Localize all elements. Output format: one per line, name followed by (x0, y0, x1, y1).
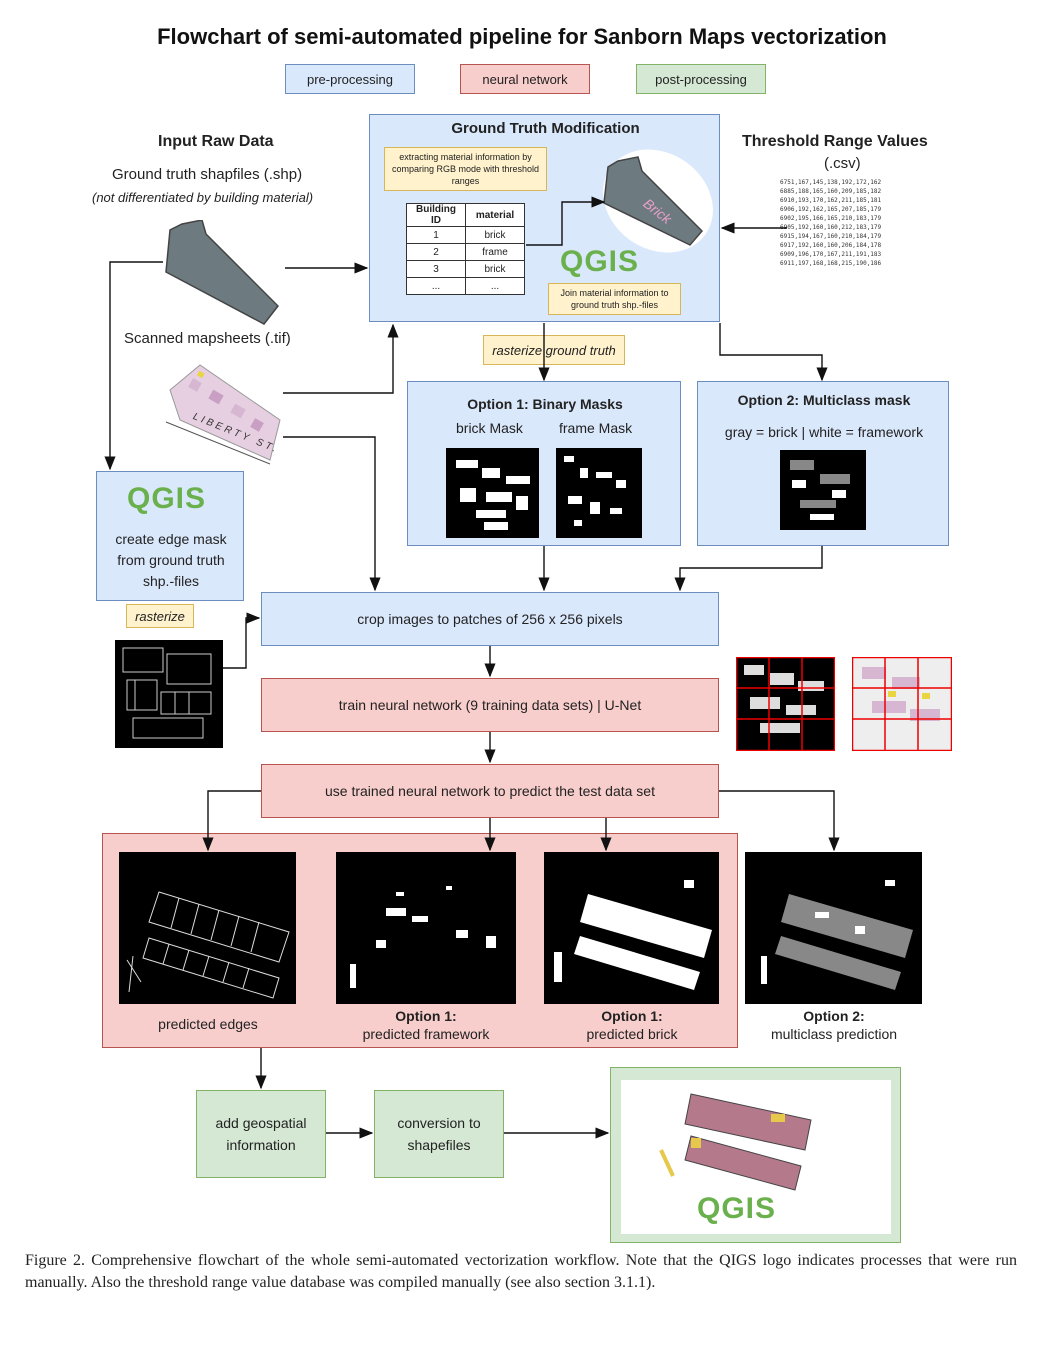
edge-mask-image (115, 640, 223, 748)
table-row: 2 frame (406, 243, 525, 261)
figure-title: Flowchart of semi-automated pipeline for… (157, 24, 887, 49)
rasterize-ground-truth-label: rasterize ground truth (483, 335, 625, 365)
map-patches-image (852, 657, 952, 751)
predict-step: use trained neural network to predict th… (261, 764, 719, 818)
train-step: train neural network (9 training data se… (261, 678, 719, 732)
figure-caption: Figure 2. Comprehensive flowchart of the… (25, 1252, 1017, 1291)
material-table: Building ID material 1 brick 2 frame 3 b… (406, 203, 525, 295)
ground-truth-modification-box: Ground Truth Modification extracting mat… (369, 114, 720, 322)
shapefiles-label: Ground truth shapfiles (.shp) (112, 166, 303, 183)
option1-title: Option 1: Binary Masks (467, 396, 623, 412)
brick-mask-label: brick Mask (456, 420, 523, 436)
brick-mask-image (446, 448, 539, 538)
option1-binary-masks-box: Option 1: Binary Masks brick Mask frame … (407, 381, 681, 546)
final-output-box: QGIS (610, 1067, 901, 1243)
frame-mask-label: frame Mask (559, 420, 633, 436)
predicted-framework-title: Option 1: (395, 1008, 457, 1024)
frame-mask-image (556, 448, 642, 538)
legend-neural-network: neural network (460, 64, 590, 94)
table-row: ... ... (406, 277, 525, 295)
predicted-framework-label: predicted framework (362, 1026, 490, 1042)
scanned-map-image: LIBERTY ST. (160, 360, 285, 470)
option2-title: Option 2: Multiclass mask (737, 392, 911, 408)
final-map-image (621, 1080, 891, 1234)
extract-note: extracting material information by compa… (384, 147, 547, 191)
input-heading: Input Raw Data (158, 133, 274, 150)
qgis-logo: QGIS (560, 245, 640, 278)
predicted-brick-title: Option 1: (601, 1008, 663, 1024)
mask-patches-image (736, 657, 835, 751)
option2-multiclass-box: Option 2: Multiclass mask gray = brick |… (697, 381, 949, 546)
multiclass-prediction-image (745, 852, 922, 1004)
edge-mask-text: create edge mask from ground truth shp.-… (115, 530, 227, 589)
qgis-logo: QGIS (127, 482, 207, 515)
crop-step: crop images to patches of 256 x 256 pixe… (261, 592, 719, 646)
predicted-edges-label: predicted edges (158, 1016, 258, 1032)
threshold-subtitle: (.csv) (824, 155, 861, 172)
multiclass-mask-image (780, 450, 866, 530)
edge-mask-box: QGIS create edge mask from ground truth … (96, 471, 244, 601)
option2-legend: gray = brick | white = framework (724, 424, 924, 440)
scanned-label: Scanned mapsheets (.tif) (124, 330, 291, 347)
legend-postprocessing: post-processing (636, 64, 766, 94)
join-note: Join material information to ground trut… (548, 283, 681, 315)
brick-building-icon (603, 149, 713, 253)
qgis-logo: QGIS (697, 1192, 777, 1225)
table-row: 1 brick (406, 226, 525, 244)
rasterize-label: rasterize (126, 604, 194, 628)
predicted-brick-image (544, 852, 719, 1004)
table-row: 3 brick (406, 260, 525, 278)
multiclass-prediction-title: Option 2: (803, 1008, 865, 1024)
conversion-step: conversion to shapefiles (374, 1090, 504, 1178)
building-shape-icon (165, 220, 279, 325)
threshold-values: 6751,167,145,138,192,172,162 6885,188,16… (780, 179, 882, 267)
add-geospatial-step: add geospatial information (196, 1090, 326, 1178)
predicted-brick-label: predicted brick (586, 1026, 678, 1042)
threshold-title: Threshold Range Values (742, 133, 928, 150)
predicted-framework-image (336, 852, 516, 1004)
gtm-title: Ground Truth Modification (451, 120, 640, 137)
shapefiles-note: (not differentiated by building material… (92, 190, 314, 205)
legend-preprocessing: pre-processing (285, 64, 415, 94)
predicted-edges-image (119, 852, 296, 1004)
multiclass-prediction-label: multiclass prediction (770, 1026, 898, 1042)
table-header: Building ID (406, 203, 466, 227)
